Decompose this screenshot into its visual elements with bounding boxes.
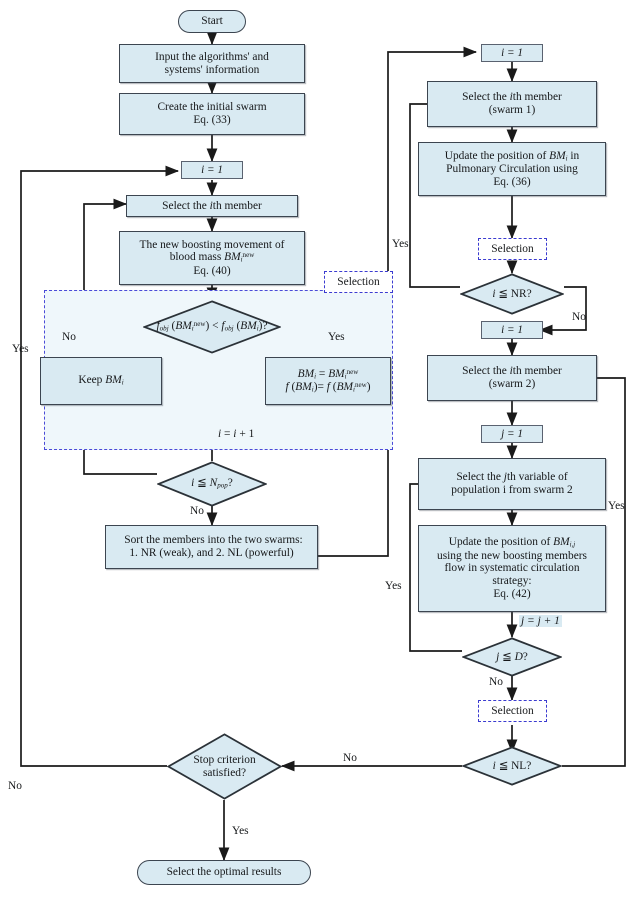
boosting-line2: blood mass BMinew [169,251,255,264]
select-ith-swarm1-line1: Select the ith member [462,91,562,104]
cond-npop-diamond: i ≦ Npop? [157,461,267,507]
assign-bm-box: BMi = BMinew f (BMi)= f (BMinew) [265,357,391,405]
select-ith-swarm2-line1: Select the ith member [462,365,562,378]
cond-nr-diamond: i ≦ NR? [460,273,564,315]
edge-label-no-compare: No [62,331,76,343]
i-init-right-mid-label: i = 1 [501,323,523,336]
update-pulmonary-line2: Pulmonary Circulation using [446,162,578,175]
edge-label-yes-nr: Yes [392,238,409,250]
selection-tag-right-1-label: Selection [491,243,534,255]
update-pulmonary-box: Update the position of BMi in Pulmonary … [418,142,606,196]
edge-label-no-nl: No [343,752,357,764]
select-ith-swarm1-line2: (swarm 1) [488,104,536,116]
assign-bm-line2: f (BMi)= f (BMinew) [285,381,371,394]
selection-tag-right-2: Selection [478,700,547,722]
sort-members-line1: Sort the members into the two swarms: [124,534,303,547]
boosting-line3: Eq. (40) [193,264,231,277]
boosting-line1: The new boosting movement of [139,238,285,251]
update-pulmonary-line1: Update the position of BMi in [444,149,580,163]
update-systematic-line1: Update the position of BMi,j [448,536,576,549]
j-init-label: j = 1 [501,427,523,440]
update-systematic-line2: using the new boosting members [437,549,587,562]
assign-bm-line1: BMi = BMinew [297,367,359,381]
create-swarm-line2: Eq. (33) [193,114,231,126]
edge-label-yes-stop: Yes [232,825,249,837]
edge-label-no-nr: No [572,311,586,323]
i-increment-label: i = i + 1 [218,428,255,440]
j-init-box: j = 1 [481,425,543,443]
stop-criterion-diamond: Stop criterion satisfied? [167,733,282,800]
selection-tag-right-2-label: Selection [491,705,534,717]
update-systematic-box: Update the position of BMi,j using the n… [418,525,606,612]
select-ith-swarm2-line2: (swarm 2) [488,378,536,390]
i-init-right-top-label: i = 1 [501,46,523,59]
create-initial-swarm-box: Create the initial swarm Eq. (33) [119,93,305,135]
edge-label-no-d: No [489,676,503,688]
select-optimal-terminal: Select the optimal results [137,860,311,885]
select-jth-line1: Select the jth variable of [456,471,568,484]
sort-members-line2: 1. NR (weak), and 2. NL (powerful) [129,547,294,559]
sort-members-box: Sort the members into the two swarms: 1.… [105,525,318,569]
cond-d-diamond: j ≦ D? [462,637,562,677]
update-systematic-line5: Eq. (42) [493,587,531,600]
edge-label-no-npop: No [190,505,204,517]
edge-label-yes-npop: Yes [12,343,29,355]
i-init-left-box: i = 1 [181,161,243,179]
i-init-left-label: i = 1 [201,163,223,176]
keep-bm-label: Keep BMi [78,374,124,387]
input-info-box: Input the algorithms' and systems' infor… [119,44,305,83]
select-jth-line2: population i from swarm 2 [451,484,573,496]
update-systematic-line3: flow in systematic circulation [444,562,580,575]
select-ith-swarm2-box: Select the ith member (swarm 2) [427,355,597,401]
start-label: Start [201,15,223,28]
start-terminal: Start [178,10,246,33]
compare-fobj-diamond: fobj (BMinew) < fobj (BMi)? [143,300,281,354]
edge-label-no-stop: No [8,780,22,792]
edge-label-yes-d: Yes [385,580,402,592]
update-systematic-line4: strategy: [492,575,532,588]
input-info-line1: Input the algorithms' and [155,50,269,63]
create-swarm-line1: Create the initial swarm [157,101,267,114]
i-init-right-mid-box: i = 1 [481,321,543,339]
update-pulmonary-line3: Eq. (36) [493,175,531,188]
i-init-right-top-box: i = 1 [481,44,543,62]
select-ith-swarm1-box: Select the ith member (swarm 1) [427,81,597,127]
selection-tag-left-label: Selection [337,276,380,288]
boosting-movement-box: The new boosting movement of blood mass … [119,231,305,285]
keep-bm-box: Keep BMi [40,357,162,405]
select-optimal-label: Select the optimal results [166,866,282,879]
select-jth-variable-box: Select the jth variable of population i … [418,458,606,510]
input-info-line2: systems' information [164,63,260,76]
selection-tag-right-1: Selection [478,238,547,260]
cond-nl-diamond: i ≦ NL? [462,746,562,786]
select-ith-member-box: Select the ith member [126,195,298,217]
select-ith-member-label: Select the ith member [162,199,262,212]
edge-label-yes-nl: Yes [608,500,625,512]
selection-tag-left: Selection [324,271,393,293]
j-increment-label: j = j + 1 [519,615,562,627]
edge-label-yes-compare: Yes [328,331,345,343]
